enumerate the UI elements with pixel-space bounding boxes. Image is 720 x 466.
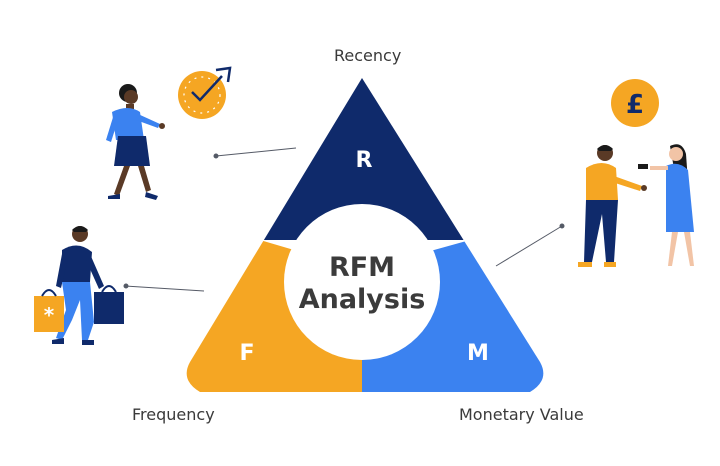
shopping-bags-icon: * (34, 285, 124, 332)
connector-frequency (125, 285, 205, 292)
label-monetary-value: Monetary Value (459, 405, 584, 424)
man-shopping-figure: * (34, 226, 124, 345)
woman-walking-figure (106, 84, 165, 200)
center-circle (284, 204, 440, 360)
segment-f-letter: F (239, 341, 254, 366)
svg-text:*: * (44, 303, 55, 327)
segment-m-letter: M (467, 341, 489, 366)
pound-symbol: £ (626, 90, 644, 120)
label-frequency: Frequency (132, 405, 215, 424)
pound-coin-icon: £ (611, 79, 659, 127)
clock-icon (178, 66, 232, 119)
label-recency: Recency (334, 46, 402, 65)
connector-frequency-dot (123, 283, 129, 289)
connector-monetary-dot (559, 223, 565, 229)
connector-recency-dot (213, 153, 219, 159)
segment-r-letter: R (356, 148, 373, 173)
woman-receiving-figure (638, 144, 694, 266)
connector-recency (215, 147, 297, 157)
center-title-line1: RFM (329, 252, 395, 283)
center-title-line2: Analysis (299, 284, 426, 315)
connector-lines (123, 147, 565, 292)
man-paying-figure (578, 145, 647, 267)
connector-monetary (495, 225, 563, 267)
